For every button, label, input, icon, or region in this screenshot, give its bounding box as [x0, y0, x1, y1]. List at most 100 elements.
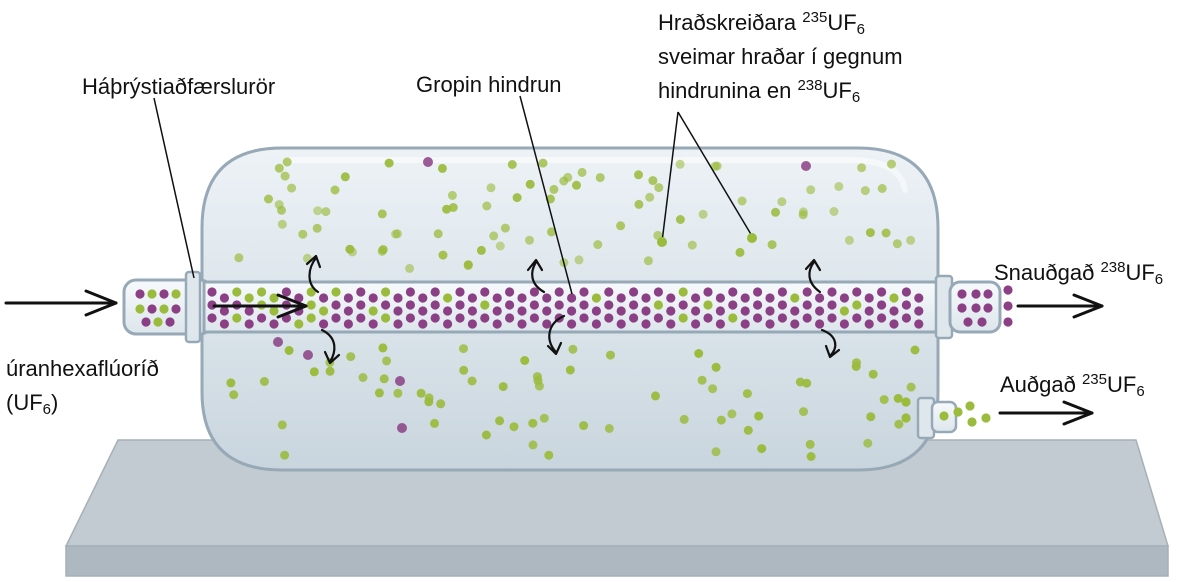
uf6-235-molecule: [277, 219, 287, 229]
uf6-235-molecule: [651, 391, 660, 401]
uf6-238-molecule: [207, 313, 217, 323]
uf6-235-molecule: [532, 372, 542, 382]
uf6-238-molecule: [815, 306, 825, 316]
uf6-238-molecule: [542, 319, 552, 329]
uf6-235-molecule: [467, 376, 477, 386]
uf6-238-molecule: [889, 306, 899, 316]
uf6-235-molecule: [345, 244, 355, 254]
uf6-235-molecule: [379, 374, 389, 384]
uf6-238-molecule: [207, 287, 217, 297]
uf6-235-molecule: [735, 247, 745, 257]
uf6-238-molecule: [914, 293, 924, 303]
uf6-235-molecule: [257, 287, 267, 297]
uf6-235-molecule: [306, 287, 316, 297]
uf6-235-molecule: [863, 438, 873, 448]
uf6-238-molecule: [777, 300, 788, 310]
uf6-235-molecule: [393, 388, 403, 398]
uf6-235-molecule: [507, 160, 517, 169]
uf6-235-molecule: [852, 300, 862, 310]
uf6-238-molecule: [159, 289, 169, 299]
uf6-235-molecule: [634, 170, 643, 180]
uf6-235-molecule: [264, 194, 273, 204]
uf6-238-molecule: [303, 350, 313, 360]
uf6-235-molecule: [653, 300, 664, 310]
uf6-235-molecule: [416, 388, 426, 398]
uf6-238-molecule: [653, 313, 664, 323]
uf6-235-molecule: [374, 388, 384, 398]
uf6-238-molecule: [579, 313, 589, 323]
uf6-235-molecule: [604, 424, 614, 433]
uf6-235-molecule: [866, 412, 876, 422]
uf6-235-molecule: [147, 289, 157, 299]
uf6-238-molecule: [691, 293, 701, 303]
uf6-235-molecule: [525, 235, 534, 245]
uf6-235-molecule: [481, 430, 491, 440]
uf6-238-molecule: [1003, 285, 1013, 295]
uf6-238-molecule: [554, 300, 564, 310]
uf6-235-molecule: [234, 253, 244, 263]
uf6-235-molecule: [839, 306, 850, 316]
uf6-235-molecule: [574, 255, 584, 265]
uf6-235-molecule: [697, 375, 707, 385]
uf6-238-molecule: [815, 319, 825, 329]
uf6-235-molecule: [834, 182, 844, 191]
uf6-235-molecule: [480, 300, 490, 310]
label-porous-barrier: Gropin hindrun: [416, 72, 562, 97]
uf6-238-molecule: [653, 287, 664, 297]
uf6-235-molecule: [805, 439, 815, 449]
uf6-238-molecule: [901, 313, 912, 323]
uf6-235-molecule: [743, 425, 753, 435]
uf6-238-molecule: [827, 313, 837, 323]
uf6-238-molecule: [740, 319, 750, 329]
uf6-238-molecule: [740, 293, 750, 303]
uf6-238-molecule: [567, 293, 577, 303]
uf6-235-molecule: [280, 171, 290, 181]
uf6-238-molecule: [691, 306, 701, 316]
uf6-238-molecule: [801, 161, 811, 171]
uf6-238-molecule: [753, 287, 763, 297]
uf6-235-molecule: [851, 362, 861, 371]
uf6-235-molecule: [277, 420, 287, 430]
uf6-235-molecule: [643, 256, 653, 266]
uf6-235-molecule: [294, 319, 304, 329]
uf6-235-molecule: [606, 350, 615, 360]
uf6-235-molecule: [135, 304, 145, 314]
uf6-238-molecule: [443, 306, 453, 316]
uf6-235-molecule: [259, 377, 269, 386]
uf6-235-molecule: [799, 407, 808, 417]
uf6-238-molecule: [864, 306, 874, 316]
uf6-mixture-in-tube: [135, 285, 1013, 427]
uf6-238-molecule: [423, 157, 433, 167]
uf6-238-molecule: [715, 306, 726, 316]
uf6-235-molecule: [887, 159, 896, 169]
uf6-235-molecule: [509, 422, 519, 432]
uf6-235-molecule: [330, 185, 340, 195]
uf6-238-molecule: [802, 313, 812, 323]
uf6-235-molecule: [549, 184, 559, 194]
uf6-238-molecule: [715, 293, 726, 303]
uf6-235-molecule: [525, 179, 535, 189]
uf6-238-molecule: [244, 319, 254, 329]
uf6-235-molecule: [790, 293, 800, 303]
uf6-235-molecule: [528, 440, 538, 450]
uf6-235-molecule: [159, 304, 169, 314]
uf6-238-molecule: [443, 319, 453, 329]
uf6-238-molecule: [393, 319, 403, 329]
uf6-238-molecule: [430, 287, 440, 297]
uf6-238-molecule: [529, 313, 540, 323]
uf6-235-molecule: [269, 293, 279, 303]
uf6-238-molecule: [728, 300, 738, 310]
uf6-238-molecule: [666, 306, 676, 316]
uf6-235-molecule: [274, 200, 284, 210]
uf6-235-molecule: [500, 223, 510, 233]
uf6-235-molecule: [679, 414, 689, 424]
uf6-238-molecule: [728, 287, 738, 297]
uf6-235-molecule: [437, 163, 447, 173]
uf6-235-molecule: [319, 306, 329, 316]
uf6-235-molecule: [965, 401, 975, 411]
inner-flow-arrow: [212, 293, 308, 319]
label-enriched-outlet: Auðgað 235UF6: [1000, 371, 1145, 400]
uf6-235-molecule: [392, 229, 402, 239]
label-depleted-outlet: Snauðgað 238UF6: [994, 259, 1164, 288]
uf6-235-molecule: [708, 384, 718, 394]
